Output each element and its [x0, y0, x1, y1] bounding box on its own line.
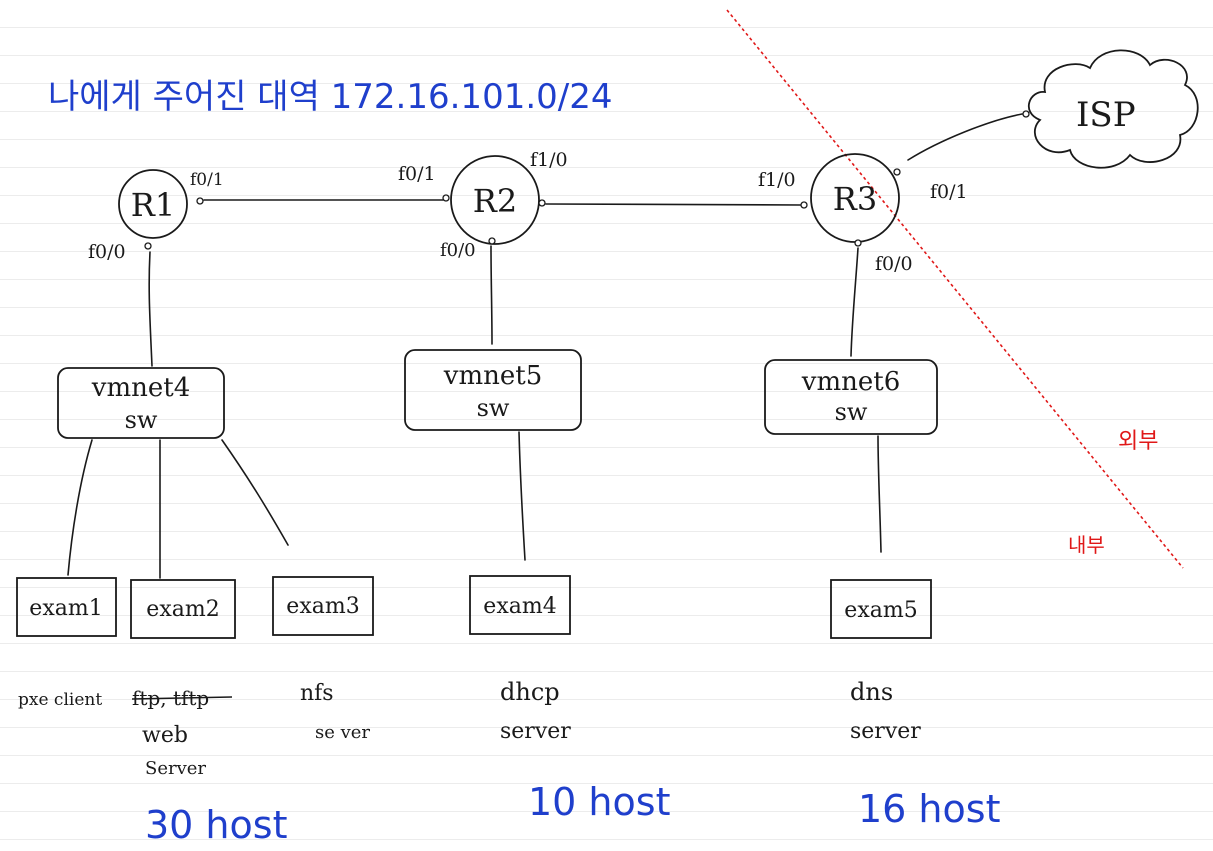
label-r3-f10: f1/0	[758, 169, 796, 191]
host-count-vmnet5: 10 host	[528, 780, 670, 824]
router-r1-label: R1	[131, 186, 175, 224]
switch-vmnet6	[764, 359, 938, 435]
link-r2-r3	[545, 203, 802, 206]
router-r3-label: R3	[833, 180, 877, 218]
link-r1-sw4	[148, 251, 153, 367]
host-exam5-role: dns	[850, 678, 893, 706]
port-r2-f10	[538, 199, 546, 207]
host-exam2-role2: web	[142, 723, 188, 748]
outside-zone-label: 외부	[1118, 429, 1158, 454]
isp-cloud	[1027, 49, 1199, 169]
port-r1-f00	[144, 242, 152, 250]
switch-vmnet6-type: sw	[835, 398, 868, 426]
switch-vmnet5-type: sw	[477, 394, 510, 422]
port-r2-f01	[442, 194, 450, 202]
host-exam5-role2: server	[850, 719, 921, 744]
port-isp	[1022, 110, 1030, 118]
host-exam1-label: exam1	[29, 596, 102, 621]
host-exam3-role2: se ver	[315, 722, 370, 743]
link-r2-sw5	[490, 245, 493, 345]
router-r2-label: R2	[473, 182, 517, 220]
host-exam3-label: exam3	[286, 594, 359, 619]
link-sw5-exam4	[518, 431, 526, 561]
label-r2-f00: f0/0	[440, 240, 476, 261]
port-r3-f10	[800, 201, 808, 209]
link-sw4-exam3	[221, 439, 289, 546]
router-r1	[118, 169, 188, 239]
boundary-line	[726, 9, 1184, 569]
switch-vmnet6-name: vmnet6	[801, 367, 900, 397]
host-count-vmnet6: 16 host	[858, 787, 1000, 831]
label-r3-f00: f0/0	[875, 253, 913, 275]
host-exam4-role2: server	[500, 719, 571, 744]
switch-vmnet4-name: vmnet4	[91, 373, 190, 403]
host-exam4-role: dhcp	[500, 678, 560, 706]
switch-vmnet4-type: sw	[125, 406, 158, 434]
host-exam2-role3: Server	[145, 758, 206, 779]
host-exam4	[469, 575, 571, 635]
host-exam1	[16, 577, 117, 637]
switch-vmnet4	[57, 367, 225, 439]
label-r2-f10: f1/0	[530, 149, 568, 171]
label-r3-f01: f0/1	[930, 181, 968, 203]
label-r1-f00: f0/0	[88, 241, 126, 263]
link-sw4-exam1	[67, 439, 93, 576]
host-exam2	[130, 579, 236, 639]
host-exam4-label: exam4	[483, 594, 556, 619]
switch-vmnet5	[404, 349, 582, 431]
host-exam5	[830, 579, 932, 639]
link-r3-isp	[907, 113, 1023, 161]
host-exam1-role: pxe client	[18, 690, 102, 710]
host-count-vmnet4: 30 host	[145, 803, 287, 847]
inside-zone-label: 내부	[1068, 533, 1105, 557]
link-r3-sw6	[850, 247, 859, 357]
router-r2	[450, 155, 540, 245]
strikethrough-mark	[131, 696, 233, 700]
host-exam3	[272, 576, 374, 636]
port-r3-f01	[893, 168, 901, 176]
port-r3-f00	[854, 239, 862, 247]
host-exam5-label: exam5	[844, 598, 917, 623]
label-r1-f01: f0/1	[190, 170, 224, 190]
host-exam3-role: nfs	[300, 681, 334, 706]
host-exam2-label: exam2	[146, 597, 219, 622]
isp-label: ISP	[1076, 95, 1136, 135]
label-r2-f01: f0/1	[398, 163, 436, 185]
port-r1-f01	[196, 197, 204, 205]
title: 나에게 주어진 대역 172.16.101.0/24	[48, 77, 613, 117]
switch-vmnet5-name: vmnet5	[443, 361, 542, 391]
port-r2-f00	[488, 237, 496, 245]
link-sw6-exam5	[877, 435, 882, 553]
